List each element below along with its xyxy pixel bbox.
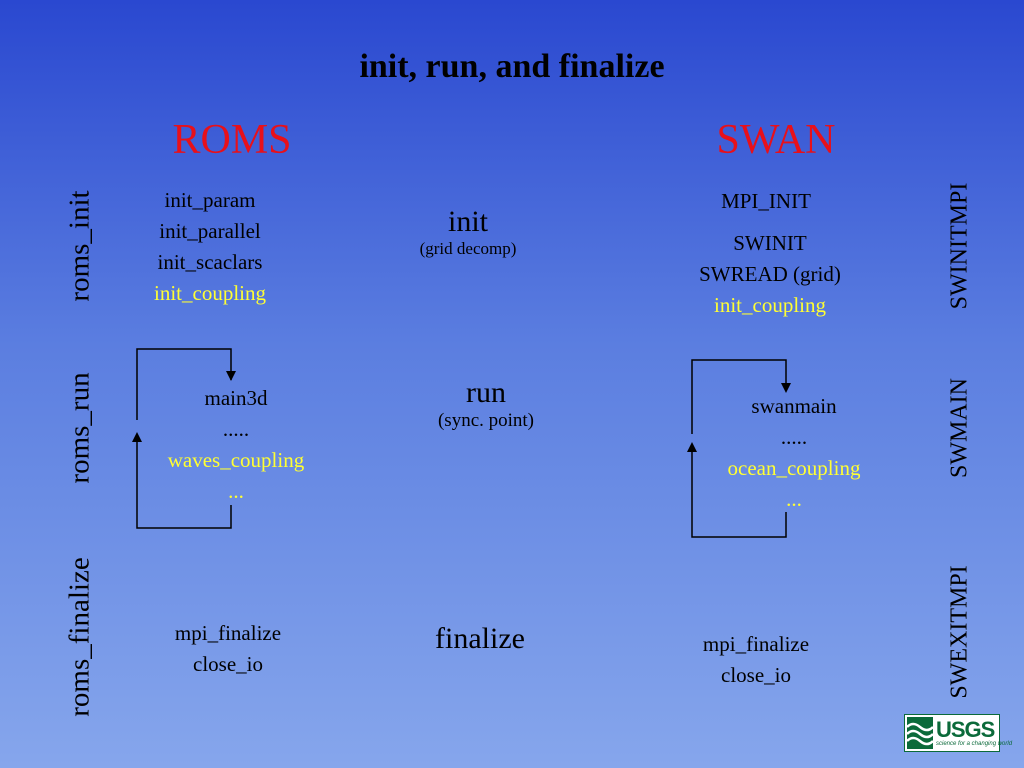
middle-run: run (sync. point) xyxy=(386,376,586,432)
roms-heading: ROMS xyxy=(172,117,292,163)
swan-run-line: swanmain xyxy=(751,394,837,418)
roms-run-line: ..... xyxy=(222,417,250,441)
roms-loop-top xyxy=(136,348,232,420)
roms-init-line: init_scaclars xyxy=(157,250,263,274)
init-phase-label: init xyxy=(447,205,488,238)
roms-init-line: init_parallel xyxy=(159,219,261,243)
swan-init-line: SWINIT xyxy=(733,231,807,255)
roms-init-coupling: init_coupling xyxy=(154,281,266,305)
roms-init-block: init_param init_parallel init_scaclars i… xyxy=(110,185,310,309)
swan-run-block: swanmain ..... ocean_coupling ... xyxy=(694,391,894,515)
swan-loop-top xyxy=(691,359,787,434)
run-phase-note: (sync. point) xyxy=(437,410,535,431)
swan-loop-arrow-up xyxy=(687,442,697,452)
roms-finalize-block: mpi_finalize close_io xyxy=(128,618,328,680)
swan-init-line: SWREAD (grid) xyxy=(699,262,841,286)
roms-finalize-line: close_io xyxy=(193,652,263,676)
roms-init-line: init_param xyxy=(164,188,256,212)
init-phase-note: (grid decomp) xyxy=(419,239,517,258)
swan-finalize-line: close_io xyxy=(721,663,791,687)
roms-run-dots: ... xyxy=(228,479,244,503)
swan-finalize-block: mpi_finalize close_io xyxy=(656,629,856,691)
usgs-logo: USGS science for a changing world xyxy=(904,714,1012,752)
swan-run-line: ..... xyxy=(780,425,808,449)
finalize-phase-label: finalize xyxy=(435,622,525,655)
swan-init-block: SWINIT SWREAD (grid) init_coupling xyxy=(670,228,870,321)
page-title: init, run, and finalize xyxy=(359,48,665,85)
roms-loop-arrow-up xyxy=(132,432,142,442)
usgs-wordmark: USGS xyxy=(936,716,995,742)
roms-run-line: main3d xyxy=(204,386,268,410)
swan-finalize-line: mpi_finalize xyxy=(702,632,810,656)
swan-heading: SWAN xyxy=(716,117,836,163)
roms-loop-arrow-down xyxy=(226,371,236,381)
roms-run-block: main3d ..... waves_coupling ... xyxy=(136,383,336,507)
swan-loop-bottom xyxy=(691,452,787,538)
roms-finalize-line: mpi_finalize xyxy=(174,621,282,645)
middle-init: init (grid decomp) xyxy=(368,205,568,259)
usgs-wave-icon xyxy=(906,717,934,749)
swan-mpi-init: MPI_INIT xyxy=(721,189,811,213)
swan-init-coupling: init_coupling xyxy=(714,293,826,317)
swan-loop-arrow-down xyxy=(781,383,791,393)
roms-run-coupling: waves_coupling xyxy=(167,448,305,472)
swan-run-dots: ... xyxy=(786,487,802,511)
run-phase-label: run xyxy=(466,376,506,409)
usgs-tagline: science for a changing world xyxy=(936,740,1013,747)
swan-run-coupling: ocean_coupling xyxy=(727,456,861,480)
roms-loop-bottom xyxy=(136,442,232,529)
